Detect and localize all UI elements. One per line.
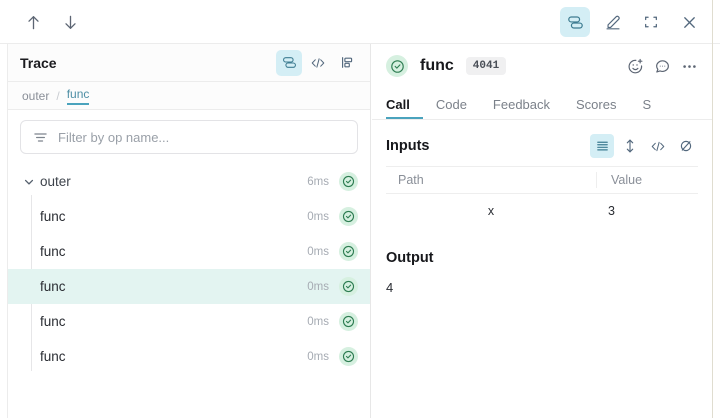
panel-right-edge: [712, 0, 713, 418]
call-actions: [627, 58, 698, 75]
tree-row-label: func: [40, 349, 66, 364]
list-view-icon[interactable]: [590, 134, 614, 158]
trace-tree: outer 6ms func 0ms: [8, 160, 370, 374]
close-icon[interactable]: [674, 7, 704, 37]
filter-icon: [33, 131, 48, 144]
tab-code[interactable]: Code: [435, 97, 467, 112]
call-id-badge[interactable]: 4041: [465, 57, 507, 75]
column-header-value: Value: [596, 172, 698, 188]
tree-row-label: outer: [40, 174, 71, 189]
tree-row[interactable]: outer 6ms: [8, 164, 370, 199]
tree-row-duration: 6ms: [307, 175, 329, 188]
tree-row-duration: 0ms: [307, 245, 329, 258]
fullscreen-icon[interactable]: [636, 7, 666, 37]
inputs-table-header: Path Value: [386, 166, 698, 194]
tree-row-duration: 0ms: [307, 315, 329, 328]
comment-icon[interactable]: [654, 58, 671, 75]
more-options-icon[interactable]: [681, 63, 698, 70]
chevron-down-icon[interactable]: [18, 176, 40, 188]
breadcrumb-separator: /: [56, 88, 60, 103]
tree-row[interactable]: func 0ms: [8, 234, 370, 269]
call-name: func: [420, 57, 454, 74]
code-icon[interactable]: [305, 50, 331, 76]
cell-value: 3: [608, 204, 615, 218]
column-header-path: Path: [398, 173, 424, 187]
status-success-icon: [339, 207, 358, 226]
arrow-down-icon[interactable]: [63, 14, 78, 31]
tree-row-label: func: [40, 244, 66, 259]
status-success-icon: [339, 172, 358, 191]
breadcrumb: outer / func: [8, 82, 370, 110]
status-success-icon: [339, 242, 358, 261]
inputs-title: Inputs: [386, 138, 430, 154]
output-section: Output 4: [372, 228, 712, 295]
filter-placeholder: Filter by op name...: [58, 129, 170, 145]
add-reaction-icon[interactable]: [627, 58, 644, 75]
left-edge-strip: [0, 44, 8, 418]
tab-scores[interactable]: Scores: [576, 97, 617, 112]
tree-row-label: func: [40, 314, 66, 329]
trace-title: Trace: [20, 54, 57, 71]
trace-view-toggles: [276, 49, 360, 76]
tree-row[interactable]: func 0ms: [8, 199, 370, 234]
stack-layers-icon[interactable]: [276, 49, 302, 76]
inputs-view-toggles: [590, 134, 698, 158]
output-title: Output: [386, 250, 434, 266]
tree-row-duration: 0ms: [307, 280, 329, 293]
arrow-up-icon[interactable]: [26, 14, 41, 31]
top-toolbar-actions: [560, 0, 704, 44]
cell-path: x: [487, 204, 495, 218]
table-row[interactable]: x 3: [386, 194, 698, 228]
status-success-icon: [339, 347, 358, 366]
tree-row-duration: 0ms: [307, 210, 329, 223]
status-success-icon: [386, 55, 408, 77]
breadcrumb-root[interactable]: outer: [22, 88, 50, 103]
top-toolbar-nav: [26, 0, 78, 44]
tree-row-duration: 0ms: [307, 350, 329, 363]
tree-row-label: func: [40, 209, 66, 224]
top-toolbar: [0, 0, 720, 44]
flame-graph-icon[interactable]: [334, 50, 360, 76]
status-success-icon: [339, 277, 358, 296]
inputs-section-header: Inputs: [372, 120, 712, 166]
status-success-icon: [339, 312, 358, 331]
tree-row-label: func: [40, 279, 66, 294]
stack-layers-icon[interactable]: [560, 7, 590, 37]
trace-panel-header: Trace: [8, 44, 370, 82]
hide-icon[interactable]: [674, 134, 698, 158]
trace-panel: Trace: [8, 44, 371, 418]
breadcrumb-current[interactable]: func: [66, 87, 90, 105]
tab-call[interactable]: Call: [386, 97, 423, 119]
filter-container: Filter by op name...: [8, 110, 370, 160]
call-header: func 4041: [372, 44, 712, 88]
tree-row[interactable]: func 0ms: [8, 339, 370, 374]
tab-feedback[interactable]: Feedback: [492, 97, 551, 112]
call-detail-panel: func 4041: [372, 44, 712, 418]
filter-input[interactable]: Filter by op name...: [20, 120, 358, 154]
tree-row[interactable]: func 0ms: [8, 304, 370, 339]
call-tabs: Call Code Feedback Scores S: [372, 88, 712, 120]
highlighter-pen-icon[interactable]: [598, 7, 628, 37]
output-value: 4: [386, 280, 394, 295]
inputs-table: Path Value x 3: [386, 166, 698, 228]
tab-summary[interactable]: S: [642, 97, 652, 112]
expand-rows-icon[interactable]: [618, 134, 642, 158]
code-icon[interactable]: [646, 134, 670, 158]
tree-row-selected[interactable]: func 0ms: [8, 269, 370, 304]
